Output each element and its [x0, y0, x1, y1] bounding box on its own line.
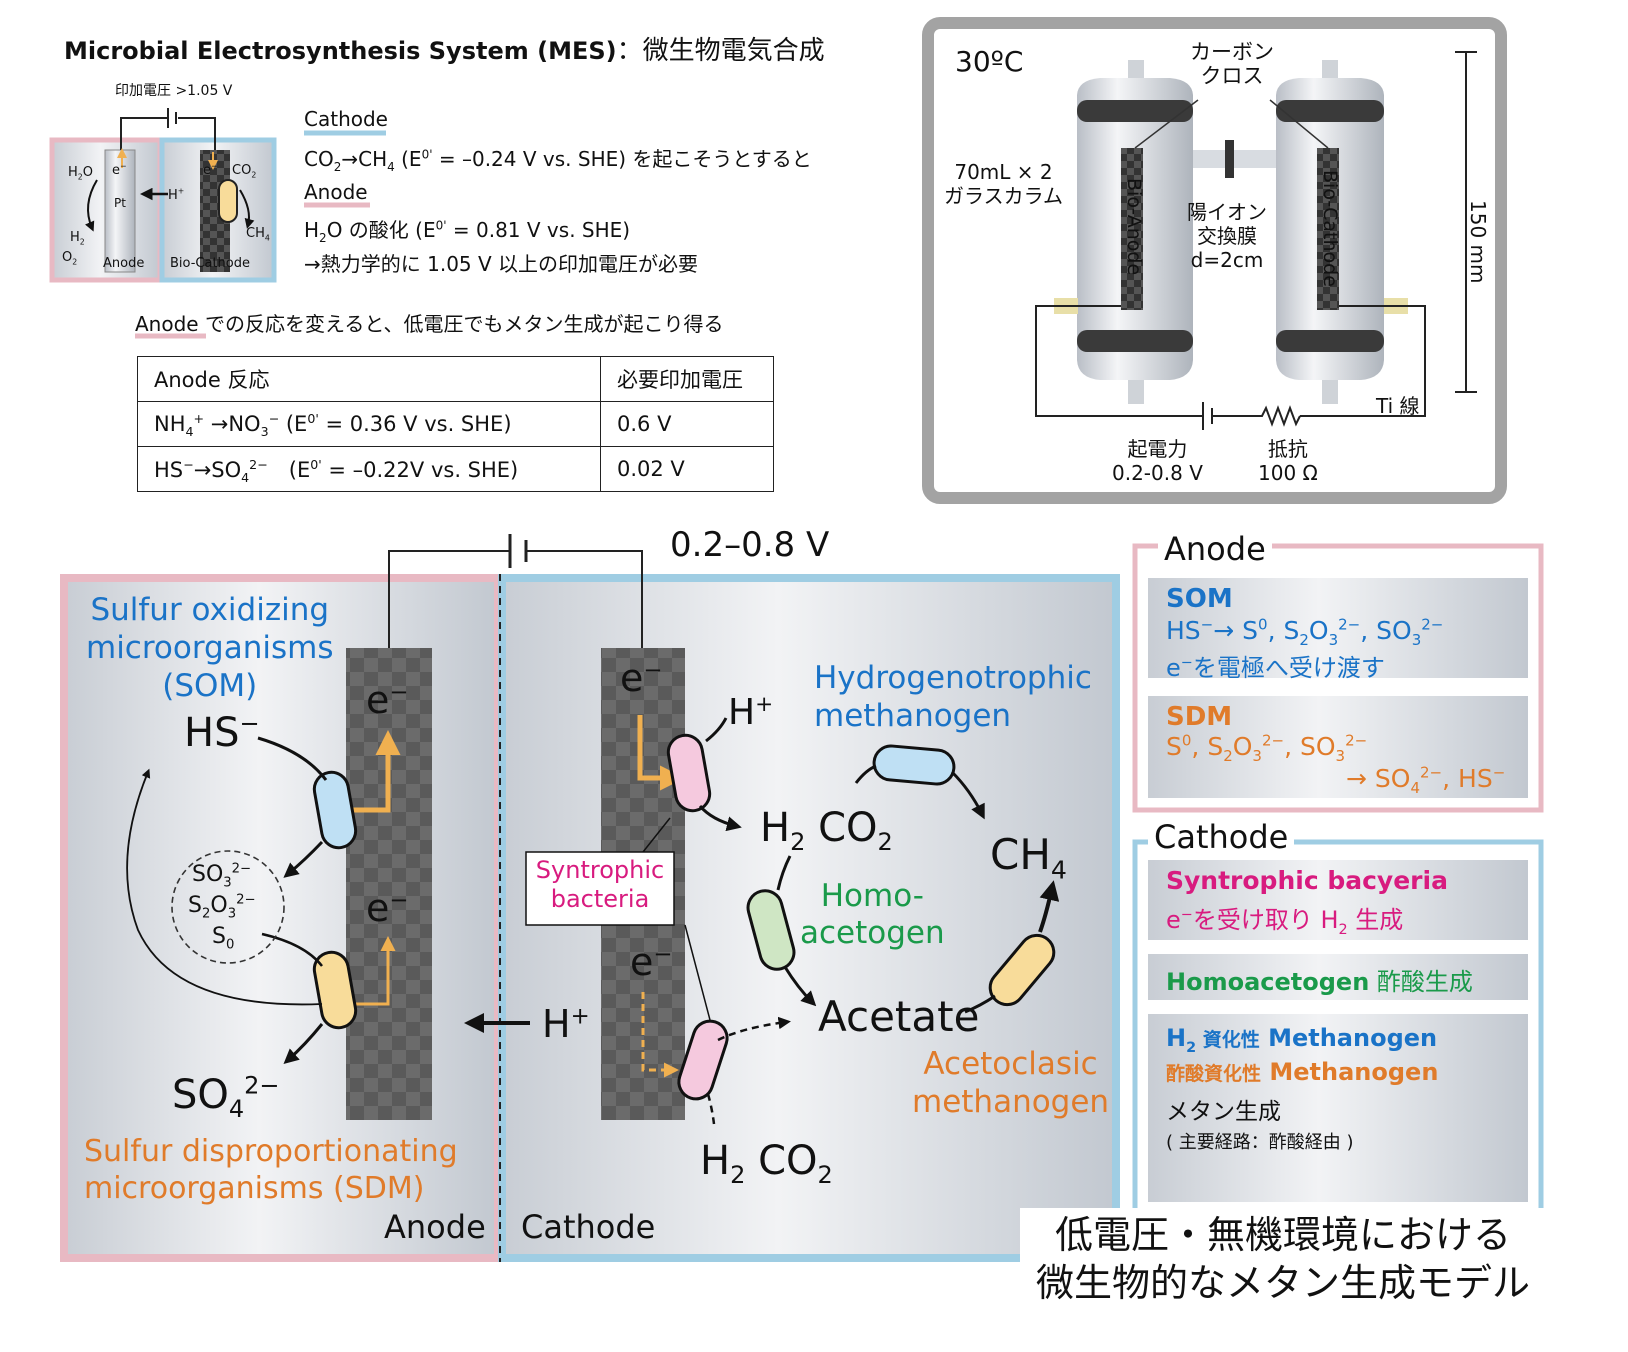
- small-anode-label: Anode: [103, 256, 145, 271]
- h2co2-bottom: H2 CO2: [700, 1138, 833, 1189]
- table-caption: Anode での反応を変えると、低電圧でもメタン生成が起こり得る: [135, 312, 724, 336]
- anode-heading: Anode: [304, 180, 368, 204]
- cathode-electron-1: e−: [620, 656, 663, 700]
- pool-so3: SO32−: [192, 861, 252, 891]
- table-row: HS−→SO42− (E0' = –0.22V vs. SHE) 0.02 V: [137, 446, 774, 492]
- acetoclastic-label: Acetoclasic methanogen: [912, 1046, 1110, 1120]
- anode-reaction-table: Anode 反応 必要印加電圧 NH4+ →NO3− (E0' = 0.36 V…: [137, 356, 774, 492]
- cathode-heading: Cathode: [304, 107, 388, 131]
- cathode-hplus: H+: [728, 692, 774, 733]
- model-anode-label: Anode: [384, 1208, 486, 1246]
- homoacetogen-label: Homo- acetogen: [800, 878, 945, 951]
- legend-anode-title: Anode: [1158, 530, 1272, 568]
- legend-main-pathway: ( 主要経路：酢酸経由 ): [1166, 1132, 1354, 1153]
- legend-syntrophic-line: e−を受け取り H2 生成: [1166, 906, 1404, 938]
- model-ch4: CH4: [990, 830, 1067, 885]
- anode-electron-1: e−: [366, 678, 409, 722]
- legend-methane-production: メタン生成: [1166, 1099, 1281, 1125]
- table-header-reaction: Anode 反応: [137, 356, 601, 402]
- table-cell-voltage: 0.6 V: [600, 401, 774, 447]
- small-e-cathode: e−: [203, 161, 218, 178]
- small-pt: Pt: [114, 196, 126, 210]
- legend-syntrophic-label: Syntrophic bacyeria: [1166, 866, 1448, 895]
- table-cell-reaction: NH4+ →NO3− (E0' = 0.36 V vs. SHE): [137, 401, 601, 447]
- small-biocathode-label: Bio-Cathode: [170, 256, 250, 271]
- small-o2: O2: [62, 250, 78, 267]
- legend-sdm-line1: S0, S2O32−, SO32−: [1166, 731, 1368, 765]
- table-row: NH4+ →NO3− (E0' = 0.36 V vs. SHE) 0.6 V: [137, 401, 774, 447]
- legend-som-label: SOM: [1166, 584, 1233, 614]
- table-cell-voltage: 0.02 V: [600, 446, 774, 492]
- model-acetate: Acetate: [818, 992, 980, 1041]
- carbon-cloth-label: カーボン クロス: [1190, 40, 1274, 89]
- height-label: 150 mm: [1466, 200, 1490, 284]
- pool-s0: S0: [212, 924, 235, 953]
- bio-anode-label: Bio-Anode: [1123, 178, 1145, 276]
- cathode-reaction: CO2→CH4 (E0' = –0.24 V vs. SHE) を起こそうとする…: [304, 147, 812, 174]
- membrane-label: 陽イオン 交換膜 d=2cm: [1187, 200, 1267, 272]
- small-hplus: H+: [168, 186, 185, 203]
- model-cathode-label: Cathode: [521, 1208, 656, 1246]
- som-title: Sulfur oxidizing microorganisms (SOM): [86, 592, 334, 704]
- bio-cathode-label: Bio-Cathode: [1319, 170, 1341, 287]
- sdm-title: Sulfur disproportionating microorganisms…: [84, 1134, 458, 1206]
- small-e-anode: e−: [112, 161, 127, 178]
- syntrophic-label: Syntrophic bacteria: [535, 856, 665, 913]
- column-volume-label: 70mL × 2 ガラスカラム: [944, 160, 1063, 208]
- legend-graphics: [1020, 543, 1610, 1328]
- applied-voltage-label: 印加電圧 >1.05 V: [115, 83, 233, 99]
- small-co2: CO2: [232, 163, 257, 180]
- ti-wire-label: Ti 線: [1376, 394, 1420, 418]
- table-cell-reaction: HS−→SO42− (E0' = –0.22V vs. SHE): [137, 446, 601, 492]
- anode-reaction: H2O の酸化 (E0' = 0.81 V vs. SHE): [304, 218, 631, 245]
- legend-hydrogenotrophic: H2 資化性 Methanogen: [1166, 1024, 1438, 1056]
- small-h2: H2: [70, 230, 85, 247]
- pool-s2o3: S2O32−: [188, 892, 256, 922]
- reactor-temperature: 30ºC: [955, 45, 1024, 78]
- model-diagram: [60, 534, 1120, 1262]
- legend-homoacetogen: Homoacetogen 酢酸生成: [1166, 968, 1473, 996]
- h2co2-top: H2 CO2: [760, 805, 893, 856]
- mes-small-cell: [49, 108, 277, 283]
- hydrogenotrophic-label: Hydrogenotrophic methanogen: [814, 660, 1092, 734]
- model-hplus-migration: H+: [542, 1002, 590, 1046]
- mes-title: Microbial Electrosynthesis System (MES)：…: [64, 36, 825, 66]
- small-h2o: H2O: [68, 165, 93, 182]
- table-row: Anode 反応 必要印加電圧: [137, 356, 774, 402]
- model-hs: HS−: [184, 709, 260, 756]
- resistance-label: 抵抗 100 Ω: [1258, 437, 1318, 485]
- model-so4: SO42−: [172, 1071, 280, 1123]
- legend-som-line2: e−を電極へ受け渡す: [1166, 654, 1385, 682]
- small-ch4: CH4: [246, 226, 270, 243]
- legend-som-line1: HS−→ S0, S2O32−, SO32−: [1166, 615, 1444, 649]
- model-caption: 低電圧・無機環境における 微生物的なメタン生成モデル: [1036, 1213, 1531, 1305]
- reactor-schematic: [922, 17, 1507, 504]
- legend-cathode-title: Cathode: [1148, 818, 1295, 856]
- anode-voltage-note: →熱力学的に 1.05 V 以上の印加電圧が必要: [304, 252, 699, 276]
- legend-acetoclastic: 酢酸資化性 Methanogen: [1166, 1058, 1439, 1086]
- anode-electron-2: e−: [366, 886, 409, 930]
- legend-sdm-line2: → SO42−, HS−: [1346, 763, 1506, 797]
- model-voltage: 0.2–0.8 V: [670, 525, 830, 565]
- emf-label: 起電力 0.2-0.8 V: [1112, 437, 1203, 485]
- cathode-electron-2: e−: [630, 940, 673, 984]
- table-header-voltage: 必要印加電圧: [600, 356, 774, 402]
- legend-sdm-label: SDM: [1166, 702, 1233, 732]
